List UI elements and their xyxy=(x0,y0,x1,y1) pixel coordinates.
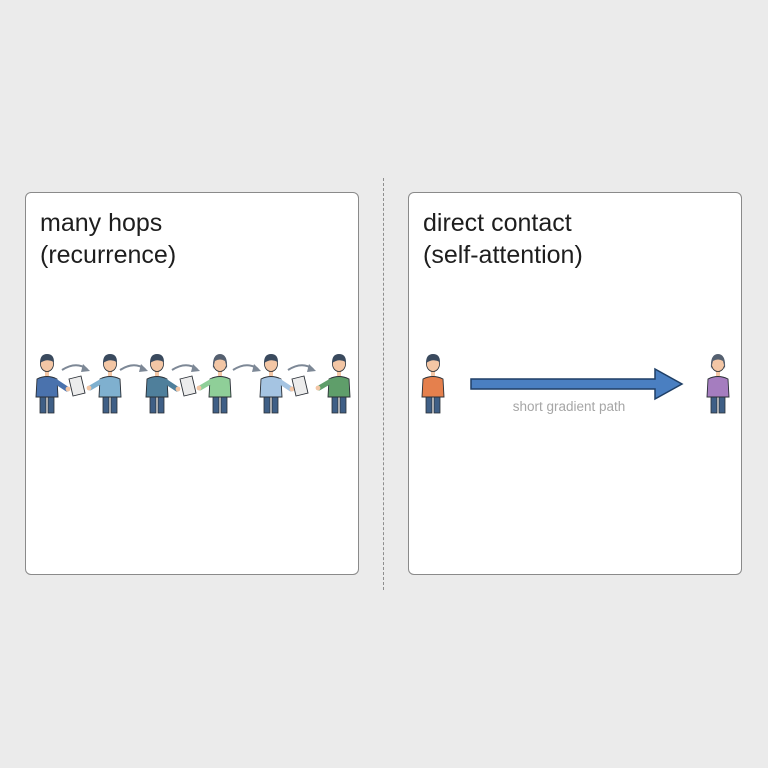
person-2-figure xyxy=(87,354,121,413)
person-5-figure xyxy=(260,354,294,413)
self-attention-panel: direct contact (self-attention) short gr… xyxy=(408,192,742,575)
person-b-figure xyxy=(707,354,729,413)
hop-arrow-3-icon xyxy=(172,364,200,372)
direct-contact-illustration xyxy=(409,193,743,576)
hop-arrow-2-icon xyxy=(120,364,148,372)
gradient-path-caption: short gradient path xyxy=(509,399,629,414)
person-6-figure xyxy=(316,354,350,413)
panel-divider xyxy=(383,178,384,590)
recurrence-panel: many hops (recurrence) xyxy=(25,192,359,575)
hop-arrow-1-icon xyxy=(62,364,90,372)
person-4-figure xyxy=(197,354,231,413)
hop-arrow-4-icon xyxy=(233,364,261,372)
document-1-icon xyxy=(69,376,85,396)
hop-arrow-5-icon xyxy=(288,364,316,372)
direct-arrow-icon xyxy=(471,369,682,399)
recurrence-chain-illustration xyxy=(26,193,360,576)
document-2-icon xyxy=(180,376,196,396)
person-3-figure xyxy=(146,354,180,413)
document-3-icon xyxy=(292,376,308,396)
person-a-figure xyxy=(422,354,444,413)
person-1-figure xyxy=(36,354,70,413)
